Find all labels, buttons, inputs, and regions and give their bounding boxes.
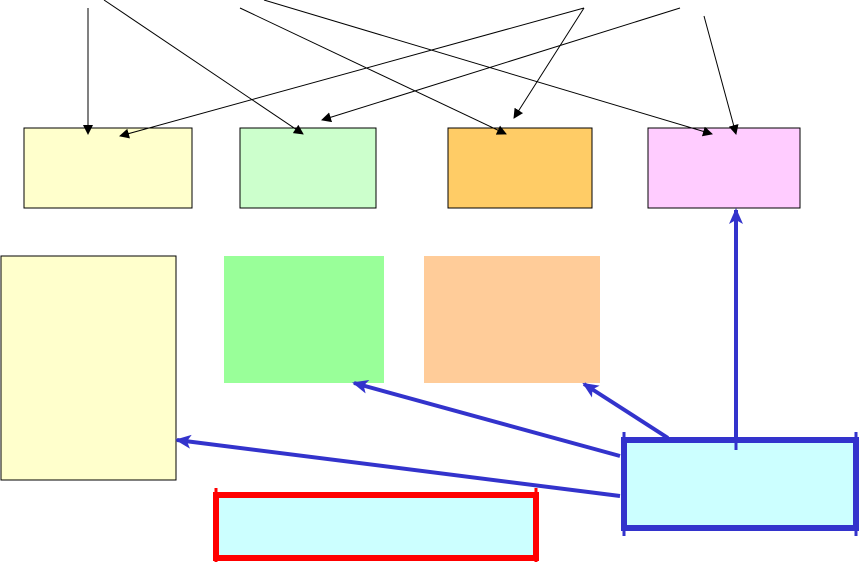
hub-box-ticks	[622, 432, 858, 536]
thin-arrow-4	[263, 0, 713, 137]
bottom-box-cyan[interactable]	[213, 492, 539, 561]
top-box-green[interactable]	[239, 127, 377, 209]
thin-arrow-5	[119, 7, 585, 139]
thin-arrow-7	[321, 7, 681, 123]
middle-box-yellow[interactable]	[0, 255, 177, 481]
top-box-orange[interactable]	[447, 127, 593, 209]
thin-arrow-3	[239, 7, 507, 135]
middle-box-green[interactable]	[224, 256, 384, 383]
thin-arrow-6	[513, 7, 585, 119]
thin-arrow-8	[703, 15, 739, 135]
blue-arrow-to-peach	[582, 382, 670, 440]
blue-arrow-to-green	[352, 379, 621, 458]
thin-arrows	[83, 0, 739, 139]
bottom-box-ticks	[214, 488, 538, 562]
top-box-yellow[interactable]	[23, 127, 193, 209]
thin-arrow-2	[103, 0, 304, 135]
hub-box-cyan[interactable]	[621, 437, 859, 531]
blue-arrows	[175, 208, 743, 498]
top-box-pink[interactable]	[647, 127, 801, 209]
blue-arrow-to-yellow	[175, 434, 621, 498]
middle-box-peach[interactable]	[424, 256, 600, 383]
